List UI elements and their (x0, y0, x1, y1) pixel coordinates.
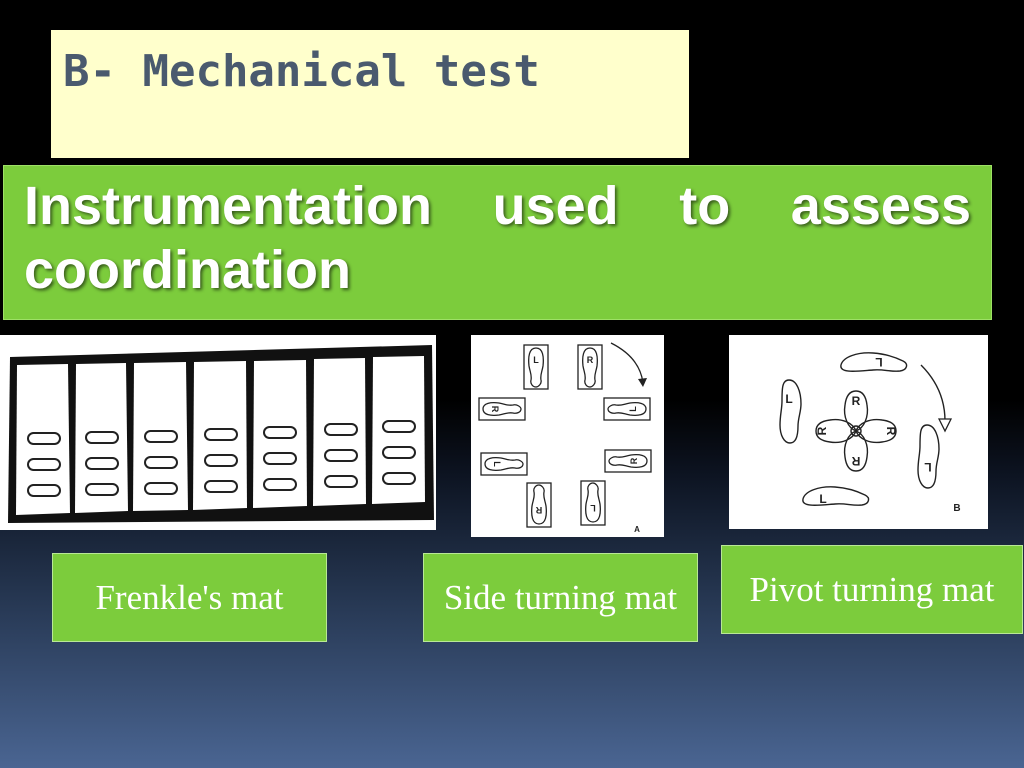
side-foot-letter: L (492, 461, 502, 467)
frenkle-mat-label-box: Frenkle's mat (52, 553, 327, 642)
pivot-outer-letter: L (785, 392, 792, 406)
pivot-panel-letter: B (953, 503, 960, 514)
frenkle-mat-drawing (8, 345, 434, 523)
side-foot-letter: R (587, 355, 594, 365)
slide-heading: Instrumentation used to assess coordinat… (24, 176, 971, 300)
pivot-outer-letter: L (819, 492, 826, 506)
pivot-turning-mat-label-box: Pivot turning mat (721, 545, 1023, 634)
pivot-turning-mat-image: R R R R L L L L B (729, 335, 988, 529)
side-turning-mat-image: L R R L L R R L A (471, 335, 664, 537)
pivot-outer-letter: L (875, 355, 882, 369)
frenkle-mat-label: Frenkle's mat (95, 577, 284, 617)
pivot-center-letter: R (884, 427, 898, 436)
side-turning-mat-drawing: L R R L L R R L A (478, 342, 652, 534)
pivot-center-letter: R (851, 454, 860, 468)
pivot-outer-letter: L (924, 460, 931, 474)
slide-title: B- Mechanical test (63, 46, 540, 97)
heading-box: Instrumentation used to assess coordinat… (3, 165, 992, 320)
pivot-turning-mat-drawing: R R R R L L L L B (779, 352, 961, 514)
side-foot-letter: L (533, 355, 539, 365)
title-box: B- Mechanical test (51, 30, 689, 158)
side-foot-letter: L (628, 406, 638, 412)
side-foot-letter: R (490, 406, 500, 413)
side-panel-letter: A (634, 525, 640, 534)
side-foot-letter: L (590, 503, 596, 513)
pivot-center-letter: R (852, 394, 861, 408)
side-turning-mat-label-box: Side turning mat (423, 553, 698, 642)
pivot-center-letter: R (815, 426, 829, 435)
frenkle-mat-image (0, 335, 436, 530)
side-turning-mat-label: Side turning mat (443, 577, 678, 617)
pivot-turning-mat-label: Pivot turning mat (749, 569, 995, 609)
side-foot-letter: R (535, 505, 542, 515)
side-foot-letter: R (629, 457, 639, 464)
